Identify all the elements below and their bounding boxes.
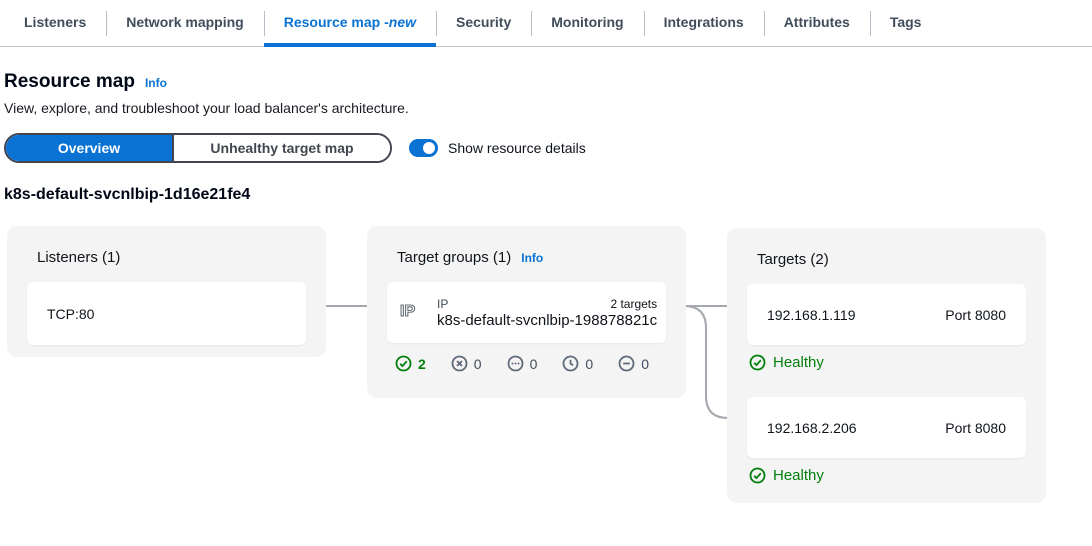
target-group-name: k8s-default-svcnlbip-198878821c bbox=[437, 311, 658, 329]
listeners-heading-row: Listeners (1) bbox=[37, 249, 306, 266]
tab-label: Listeners bbox=[24, 13, 87, 30]
tab-label: Tags bbox=[889, 13, 922, 30]
draining-count-value: 0 bbox=[641, 355, 649, 372]
tab-label: Network mapping bbox=[126, 13, 244, 30]
target-port: Port 8080 bbox=[945, 306, 1006, 323]
tab-label: Resource map - bbox=[283, 13, 389, 30]
target-card[interactable]: 192.168.1.119 Port 8080 bbox=[747, 284, 1026, 345]
tab-integrations[interactable]: Integrations bbox=[643, 0, 764, 47]
healthy-count: 2 bbox=[395, 355, 426, 372]
target-card[interactable]: 192.168.2.206 Port 8080 bbox=[747, 397, 1026, 458]
tab-label: Security bbox=[456, 13, 512, 30]
targets-heading: Targets (2) bbox=[757, 251, 829, 268]
resource-map-page: Resource map Info View, explore, and tro… bbox=[0, 71, 1092, 514]
controls-row: Overview Unhealthy target map Show resou… bbox=[4, 133, 1092, 163]
target-status-label: Healthy bbox=[773, 354, 824, 371]
draining-minus-circle-icon bbox=[618, 355, 635, 372]
unhealthy-count: 0 bbox=[451, 355, 482, 372]
resource-map-canvas: Listeners (1) TCP:80 Target groups (1) I… bbox=[4, 218, 1092, 528]
svg-text:IP: IP bbox=[400, 303, 415, 320]
load-balancer-name: k8s-default-svcnlbip-1d16e21fe4 bbox=[4, 186, 251, 203]
show-resource-details-toggle[interactable] bbox=[409, 139, 438, 157]
target-status: Healthy bbox=[749, 354, 1026, 371]
show-resource-details-label: Show resource details bbox=[448, 140, 586, 156]
listener-card[interactable]: TCP:80 bbox=[27, 282, 306, 345]
tab-attributes[interactable]: Attributes bbox=[763, 0, 870, 47]
target-status-label: Healthy bbox=[773, 467, 824, 484]
unused-ellipsis-circle-icon bbox=[507, 355, 524, 372]
target-group-health-summary: 2 0 0 0 0 bbox=[395, 355, 666, 372]
target-groups-info-link[interactable]: Info bbox=[521, 251, 544, 265]
target-group-targets-summary: 2 targets bbox=[610, 296, 658, 311]
tab-network-mapping[interactable]: Network mapping bbox=[106, 0, 263, 47]
target-groups-panel: Target groups (1) Info IP IP 2 targets k… bbox=[367, 226, 686, 398]
listeners-heading: Listeners (1) bbox=[37, 249, 121, 266]
listener-protocol-port: TCP:80 bbox=[47, 305, 95, 322]
tab-security[interactable]: Security bbox=[436, 0, 531, 47]
target-ip: 192.168.1.119 bbox=[767, 306, 856, 323]
target-group-type-label: IP bbox=[437, 296, 449, 311]
healthy-check-circle-icon bbox=[749, 354, 766, 371]
initial-count-value: 0 bbox=[585, 355, 594, 372]
targets-panel: Targets (2) 192.168.1.119 Port 8080 Heal… bbox=[727, 228, 1046, 503]
unhealthy-count-value: 0 bbox=[473, 355, 482, 372]
toggle-knob bbox=[423, 142, 435, 154]
target-group-card-body: IP 2 targets k8s-default-svcnlbip-198878… bbox=[437, 297, 657, 329]
initial-clock-circle-icon bbox=[562, 355, 579, 372]
target-groups-heading: Target groups (1) bbox=[397, 249, 512, 266]
tab-monitoring[interactable]: Monitoring bbox=[531, 0, 643, 47]
page-description: View, explore, and troubleshoot your loa… bbox=[4, 100, 409, 116]
title-row: Resource map Info bbox=[4, 71, 1092, 93]
initial-count: 0 bbox=[562, 355, 593, 372]
healthy-count-value: 2 bbox=[418, 355, 426, 372]
overview-segment-button[interactable]: Overview bbox=[6, 135, 172, 161]
tab-new-badge: new bbox=[388, 13, 416, 30]
unhealthy-x-circle-icon bbox=[451, 355, 468, 372]
unused-count: 0 bbox=[507, 355, 538, 372]
draining-count: 0 bbox=[618, 355, 649, 372]
target-ip: 192.168.2.206 bbox=[767, 419, 857, 436]
tab-label: Attributes bbox=[783, 13, 850, 30]
target-groups-heading-row: Target groups (1) Info bbox=[397, 249, 666, 266]
tab-label: Integrations bbox=[663, 13, 744, 30]
target-group-card[interactable]: IP IP 2 targets k8s-default-svcnlbip-198… bbox=[387, 282, 666, 343]
unused-count-value: 0 bbox=[529, 355, 538, 372]
tab-label: Monitoring bbox=[551, 13, 624, 30]
tab-bar: Listeners Network mapping Resource map -… bbox=[0, 0, 1092, 47]
target-port: Port 8080 bbox=[945, 419, 1006, 436]
target-status: Healthy bbox=[749, 467, 1026, 484]
listeners-panel: Listeners (1) TCP:80 bbox=[7, 226, 326, 357]
ip-target-type-icon: IP bbox=[399, 299, 427, 326]
page-title: Resource map bbox=[4, 71, 135, 92]
show-resource-details-control: Show resource details bbox=[409, 139, 586, 157]
healthy-check-circle-icon bbox=[749, 467, 766, 484]
resource-map-info-link[interactable]: Info bbox=[144, 76, 167, 90]
unhealthy-target-map-segment-button[interactable]: Unhealthy target map bbox=[172, 135, 390, 161]
view-segmented-control: Overview Unhealthy target map bbox=[4, 133, 392, 163]
tab-listeners[interactable]: Listeners bbox=[4, 0, 106, 47]
target-group-card-top: IP 2 targets bbox=[437, 297, 657, 311]
tab-tags[interactable]: Tags bbox=[869, 0, 942, 47]
tab-resource-map[interactable]: Resource map - new bbox=[263, 0, 436, 47]
targets-heading-row: Targets (2) bbox=[757, 251, 1026, 268]
healthy-check-circle-icon bbox=[395, 355, 412, 372]
